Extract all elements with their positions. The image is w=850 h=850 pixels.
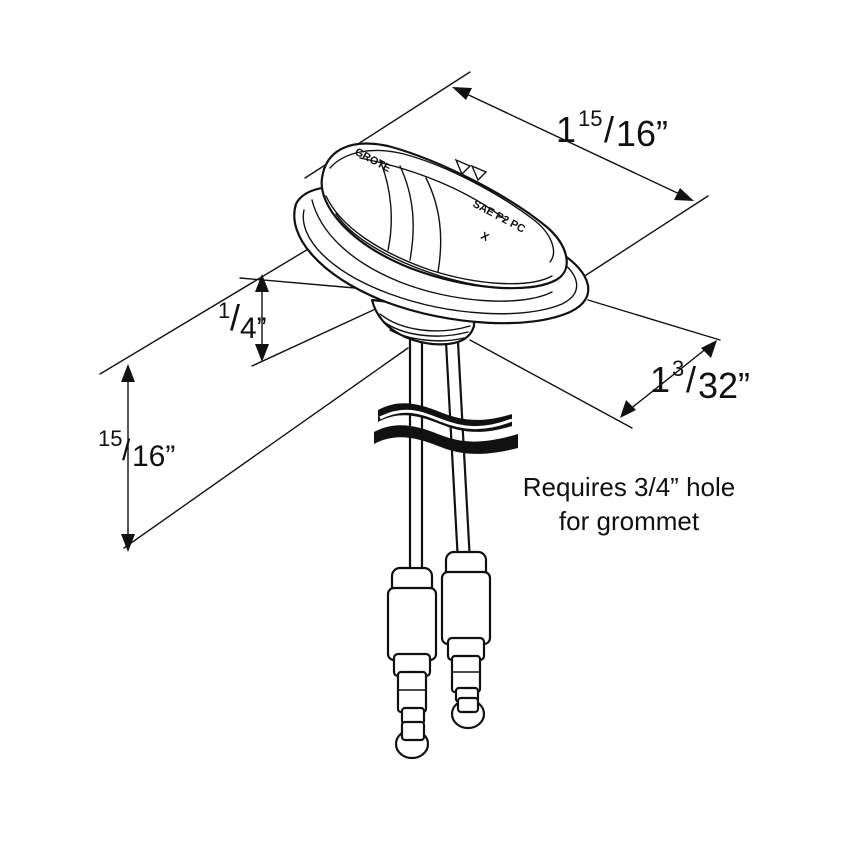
flange-numerator: 1 [218,298,230,323]
flange-denominator: 4” [240,312,267,345]
wire-break-symbols [374,403,518,454]
width-whole: 1 [556,109,576,150]
dimension-depth-label: 1 3 / 32” [650,356,750,406]
depth-slash: / [686,359,696,400]
width-arrowhead-left [452,87,472,100]
width-arrowhead-right [674,188,694,201]
height-slash: / [122,434,131,467]
bullet-connector-right [440,550,492,730]
depth-extension-top [587,299,721,341]
dimension-width-label: 1 15 / 16” [556,106,668,154]
flange-slash: / [230,297,240,338]
width-arrow-line [457,89,689,199]
height-arrowhead-top [121,364,135,382]
wires [408,338,472,580]
note-line-2: for grommet [558,506,700,536]
flange-extension-top [239,277,356,289]
depth-extension-bottom [469,339,633,429]
height-extension-bottom [123,347,409,549]
wire-right-outer-a [444,340,460,564]
depth-whole: 1 [650,359,670,400]
triangle-marking-2 [470,164,488,182]
dimension-arrows [121,87,717,552]
triangle-marking [454,158,472,176]
flange-arrowhead-bottom [255,344,269,362]
note-line-1: Requires 3/4” hole [522,472,736,502]
depth-denominator: 32” [698,365,750,406]
dimension-height-label: 15 / 16” [98,426,175,473]
height-numerator: 15 [98,426,122,451]
depth-arrowhead-bottom [620,400,636,418]
depth-numerator: 3 [672,356,684,381]
grommet-hole-note: Requires 3/4” hole for grommet [484,470,774,538]
width-denominator: 16” [616,113,668,154]
height-denominator: 16” [132,440,175,473]
lamp-housing [320,142,568,290]
dimension-flange-label: 1 / 4” [218,297,267,345]
width-numerator: 15 [578,106,602,131]
height-arrowhead-bottom [121,534,135,552]
bullet-connector-left [386,566,438,760]
depth-arrow-line [623,343,713,415]
flange-extension-bottom [251,299,396,367]
flange-arrowhead-top [255,274,269,292]
height-extension-top [99,235,331,375]
depth-arrowhead-top [701,340,717,358]
width-slash: / [604,109,614,150]
